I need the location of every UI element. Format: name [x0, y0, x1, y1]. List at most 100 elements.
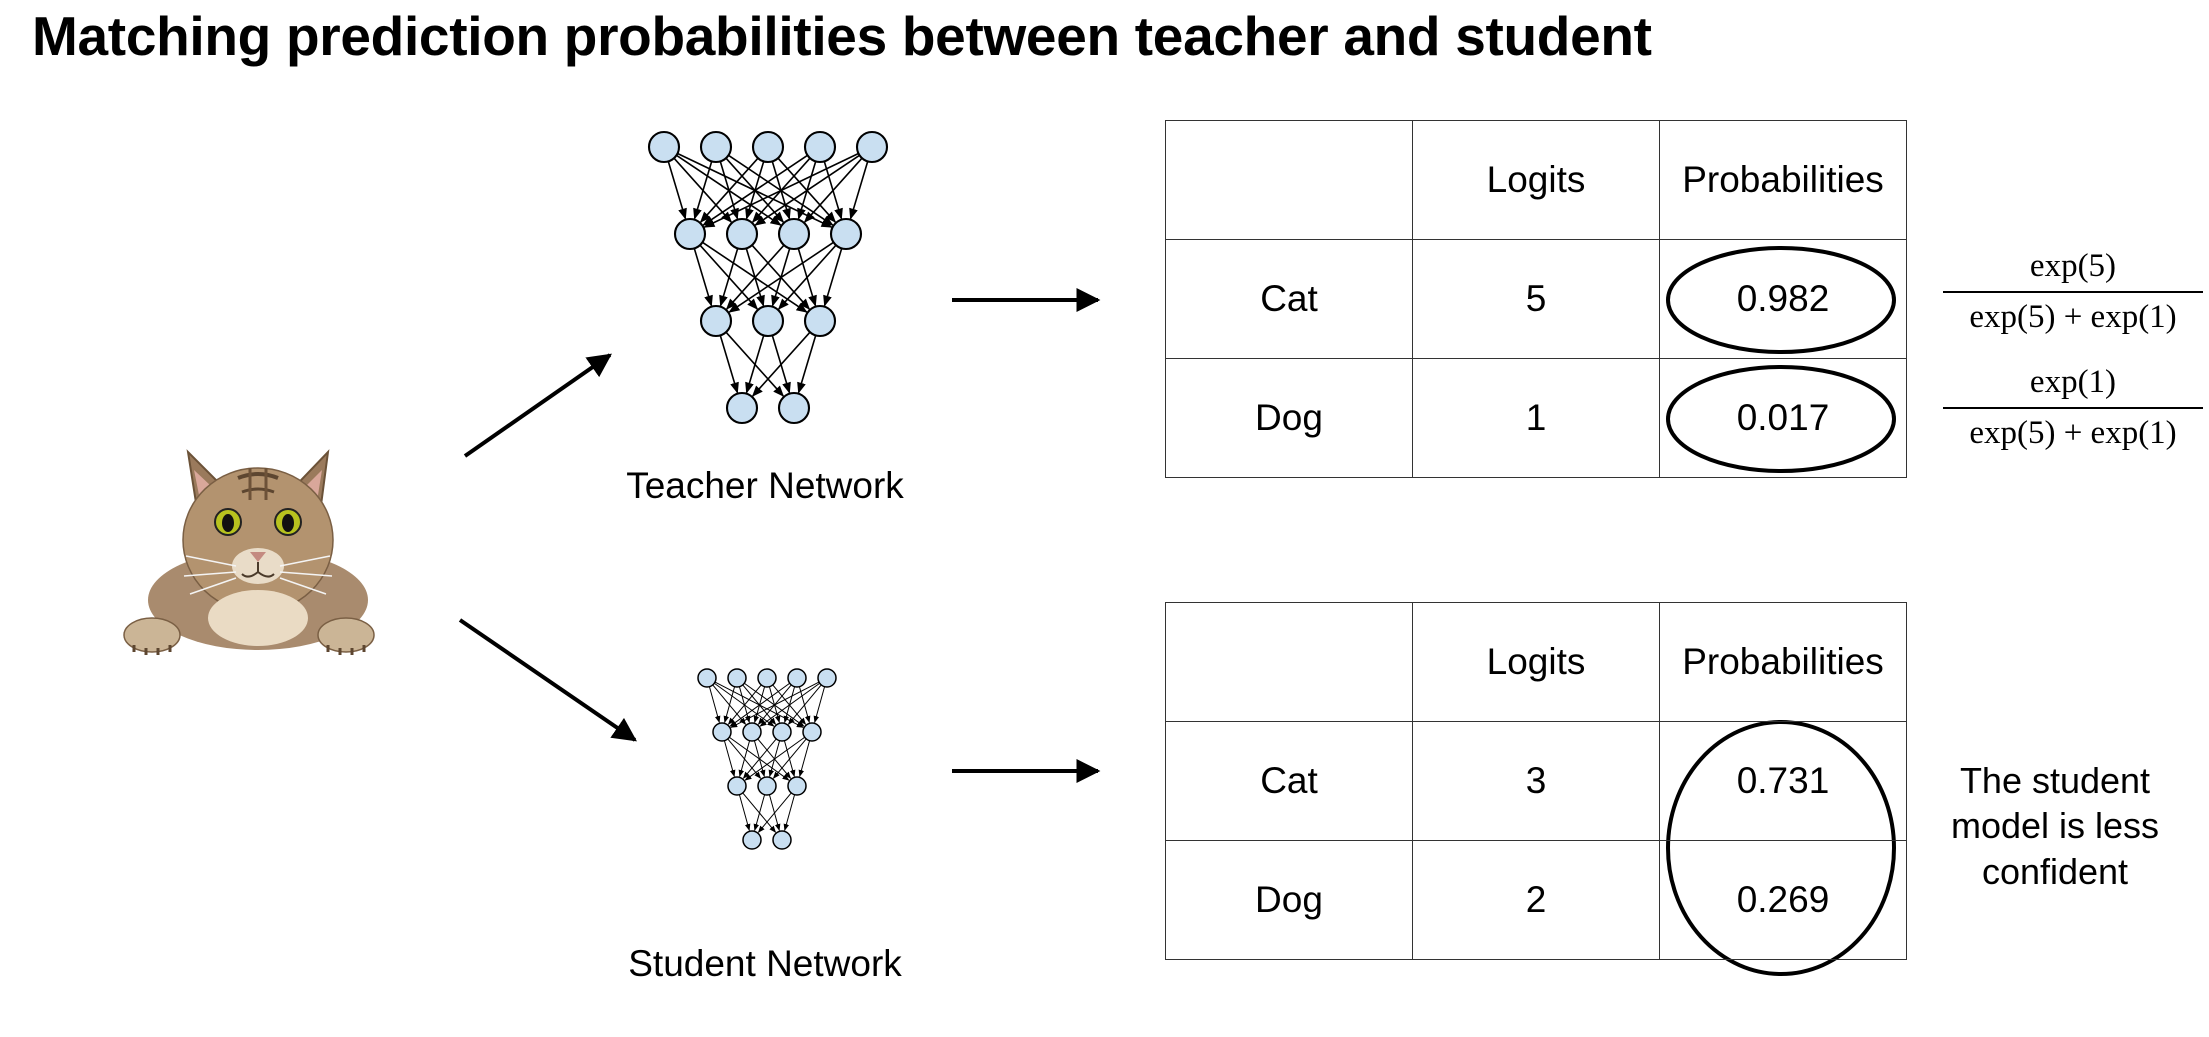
prob-cell: 0.269 — [1659, 840, 1907, 960]
network-edge — [703, 152, 859, 228]
network-edge — [708, 686, 721, 724]
network-edge — [757, 792, 792, 833]
network-node — [751, 130, 785, 164]
network-edge — [759, 682, 820, 727]
network-node — [699, 130, 733, 164]
network-edge — [797, 335, 817, 394]
network-node — [697, 668, 717, 688]
network-node — [757, 668, 777, 688]
network-edge — [702, 154, 808, 226]
logit-cell: 2 — [1412, 840, 1660, 960]
fraction-bar — [1943, 291, 2203, 293]
table-header-cell: Probabilities — [1659, 602, 1907, 722]
network-edge — [744, 736, 805, 781]
network-edge — [751, 331, 811, 397]
teacher-network-diagram — [647, 130, 889, 425]
teacher-table: Logits Probabilities Cat 5 0.982 Dog 1 0… — [1165, 120, 1907, 478]
logit-cell: 5 — [1412, 239, 1660, 359]
network-edge — [729, 682, 790, 727]
network-node — [777, 217, 811, 251]
network-edge — [754, 154, 860, 226]
class-cell: Cat — [1165, 721, 1413, 841]
logit-cell: 1 — [1412, 358, 1660, 478]
table-header-cell: Logits — [1412, 602, 1660, 722]
network-node — [772, 830, 792, 850]
table-row: Cat 5 0.982 — [1165, 239, 1907, 359]
student-table: Logits Probabilities Cat 3 0.731 Dog 2 0… — [1165, 602, 1907, 960]
formula-denominator: exp(5) + exp(1) — [1969, 299, 2177, 335]
network-edge — [772, 738, 807, 779]
network-node — [712, 722, 732, 742]
network-node — [803, 304, 837, 338]
network-edge — [803, 157, 863, 223]
network-edge — [725, 244, 785, 310]
prob-cell: 0.731 — [1659, 721, 1907, 841]
network-node — [725, 217, 759, 251]
network-edge — [783, 794, 796, 832]
network-node — [777, 391, 811, 425]
network-edge — [823, 248, 843, 307]
cat-image — [123, 449, 375, 655]
formula-numerator: exp(1) — [2029, 364, 2117, 400]
softmax-formula-dog: exp(1) exp(5) + exp(1) — [1943, 364, 2203, 452]
class-cell: Dog — [1165, 358, 1413, 478]
network-edge — [742, 738, 777, 779]
prob-cell: 0.982 — [1659, 239, 1907, 359]
network-edge — [730, 681, 820, 728]
network-edge — [699, 157, 759, 223]
table-header-cell — [1165, 602, 1413, 722]
arrow-cat-to-teacher — [463, 353, 612, 458]
network-node — [829, 217, 863, 251]
network-node — [757, 776, 777, 796]
network-edge — [777, 244, 837, 310]
network-node — [742, 722, 762, 742]
table-row: Dog 1 0.017 — [1165, 358, 1907, 478]
network-node — [725, 391, 759, 425]
student-network-diagram — [697, 668, 837, 850]
fraction-bar — [1943, 407, 2203, 409]
page-title: Matching prediction probabilities betwee… — [32, 5, 1652, 67]
network-edge — [798, 740, 811, 778]
network-edge — [728, 241, 834, 313]
network-node — [647, 130, 681, 164]
network-edge — [787, 684, 822, 725]
network-node — [803, 130, 837, 164]
network-edge — [693, 248, 713, 307]
network-edge — [719, 335, 739, 394]
table-header-cell: Logits — [1412, 120, 1660, 240]
network-edge — [813, 686, 826, 724]
table-header-row: Logits Probabilities — [1165, 602, 1907, 722]
arrow-cat-to-student — [458, 618, 637, 742]
network-edge — [738, 794, 751, 832]
teacher-network-label: Teacher Network — [626, 465, 904, 506]
network-edge — [738, 740, 751, 778]
network-edge — [727, 684, 762, 725]
network-node — [699, 304, 733, 338]
prob-cell: 0.017 — [1659, 358, 1907, 478]
network-edge — [849, 161, 869, 220]
table-header-row: Logits Probabilities — [1165, 120, 1907, 240]
softmax-formula-cat: exp(5) exp(5) + exp(1) — [1943, 248, 2203, 336]
network-node — [802, 722, 822, 742]
formula-numerator: exp(5) — [2029, 248, 2117, 284]
network-node — [787, 776, 807, 796]
network-edge — [753, 794, 766, 832]
table-row: Dog 2 0.269 — [1165, 840, 1907, 960]
class-cell: Dog — [1165, 840, 1413, 960]
network-edge — [745, 335, 765, 394]
logit-cell: 3 — [1412, 721, 1660, 841]
student-network-label: Student Network — [628, 943, 902, 984]
table-header-cell — [1165, 120, 1413, 240]
network-node — [727, 668, 747, 688]
network-node — [817, 668, 837, 688]
network-node — [855, 130, 889, 164]
network-node — [742, 830, 762, 850]
network-node — [751, 304, 785, 338]
formula-denominator: exp(5) + exp(1) — [1969, 415, 2177, 451]
network-edge — [723, 740, 736, 778]
network-node — [673, 217, 707, 251]
network-node — [772, 722, 792, 742]
table-header-cell: Probabilities — [1659, 120, 1907, 240]
class-cell: Cat — [1165, 239, 1413, 359]
network-node — [727, 776, 747, 796]
